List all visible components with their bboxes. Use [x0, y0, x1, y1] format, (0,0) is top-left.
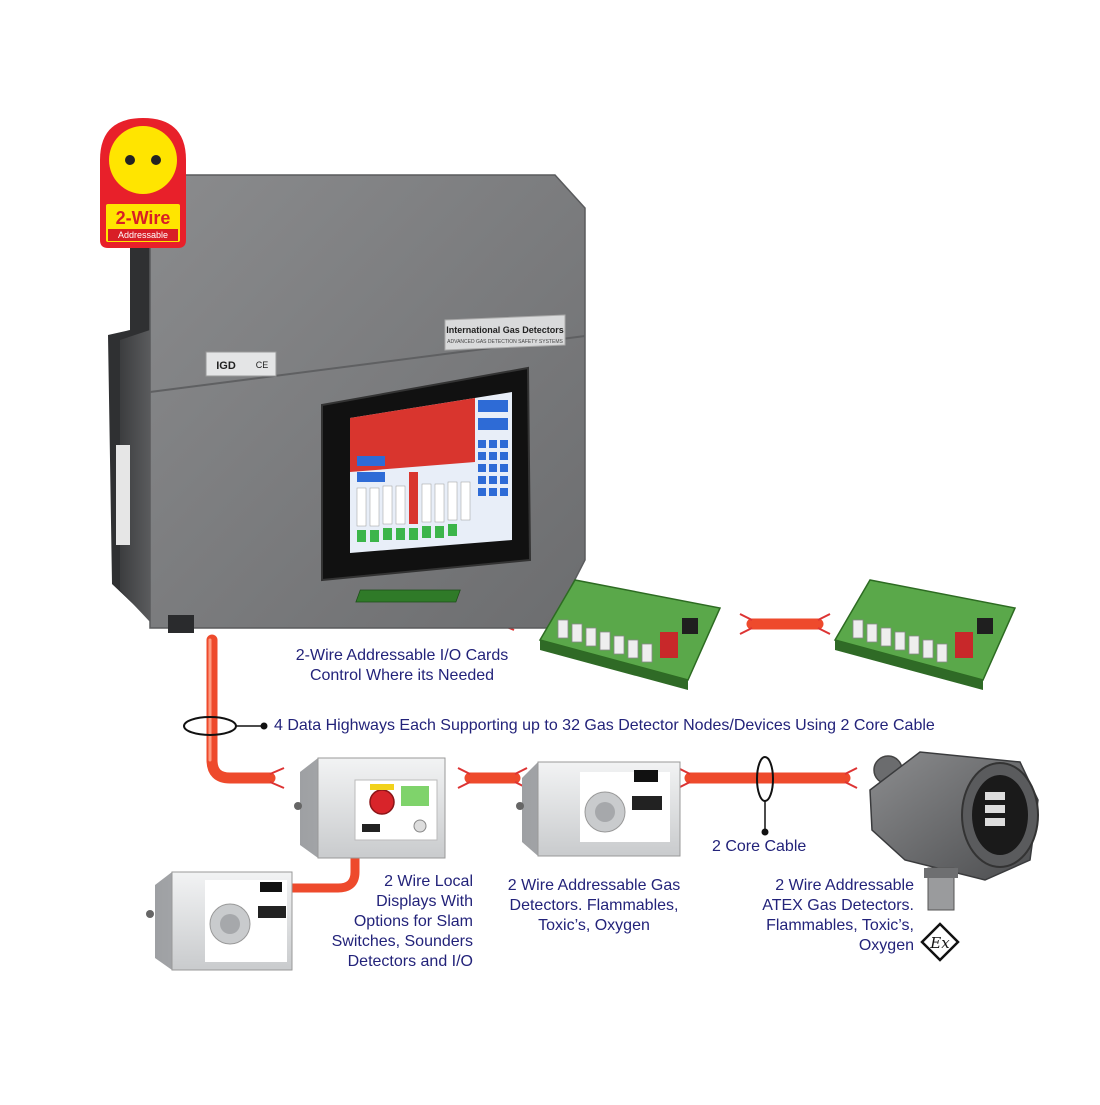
- io-cards-label: 2-Wire Addressable I/O Cards Control Whe…: [282, 646, 522, 686]
- atex-detectors-label-line: Oxygen: [858, 937, 914, 954]
- badge-title: 2-Wire: [116, 208, 171, 228]
- core-cable-text: 2 Core Cable: [712, 838, 807, 855]
- control-panel: International Gas Detectors ADVANCED GAS…: [108, 174, 586, 633]
- local-displays-label-line: Options for Slam: [353, 913, 473, 930]
- ex-symbol: Ex: [920, 922, 960, 962]
- atex-detectors-label-line: 2 Wire Addressable: [775, 877, 914, 894]
- io-cards-label-line: Control Where its Needed: [309, 667, 495, 684]
- local-detector-cable: [285, 850, 360, 893]
- core-cable-label: 2 Core Cable: [712, 837, 806, 857]
- badge-dot-right: [151, 155, 161, 165]
- wire-terminals: [269, 609, 858, 789]
- highway-cable-main: [206, 634, 276, 784]
- data-highways-text: 4 Data Highways Each Supporting up to 32…: [274, 717, 935, 734]
- gas-detectors-label-line: Detectors. Flammables,: [509, 897, 679, 914]
- gas-detectors-label-line: 2 Wire Addressable Gas: [507, 877, 681, 894]
- atex-gas-detector-unit: [869, 751, 1039, 911]
- io-cards-label-line: 2-Wire Addressable I/O Cards: [295, 647, 509, 664]
- highway-callout: [183, 716, 268, 736]
- gas-detector-unit: [516, 761, 681, 857]
- local-displays-label-line: 2 Wire Local: [384, 873, 473, 890]
- two-wire-badge: 2-Wire Addressable: [100, 118, 186, 248]
- atex-detectors-label-line: Flammables, Toxic’s,: [766, 917, 914, 934]
- local-gas-detector-unit: [146, 871, 293, 971]
- io-card-1: [355, 579, 722, 690]
- atex-detectors-label: 2 Wire Addressable ATEX Gas Detectors. F…: [730, 876, 914, 956]
- local-displays-label: 2 Wire Local Displays With Options for S…: [300, 872, 473, 972]
- panel-brand: International Gas Detectors: [446, 325, 564, 335]
- badge-dot-left: [125, 155, 135, 165]
- io-card-2: [833, 579, 1017, 690]
- ce-mark: CE: [256, 360, 269, 370]
- local-display-unit: [294, 757, 446, 859]
- gas-detectors-label-line: Toxic’s, Oxygen: [538, 917, 650, 934]
- local-displays-label-line: Displays With: [376, 893, 473, 910]
- local-displays-label-line: Detectors and I/O: [347, 953, 473, 970]
- badge-subtitle: Addressable: [118, 230, 168, 240]
- gas-detectors-label: 2 Wire Addressable Gas Detectors. Flamma…: [486, 876, 702, 936]
- core-cable-callout: [756, 756, 774, 836]
- touch-screen: [350, 392, 512, 553]
- ex-symbol-text: Ex: [929, 934, 950, 952]
- panel-tagline: ADVANCED GAS DETECTION SAFETY SYSTEMS: [447, 339, 563, 345]
- data-highways-label: 4 Data Highways Each Supporting up to 32…: [274, 716, 935, 736]
- slam-switch: [369, 789, 395, 815]
- panel-logo: IGD: [216, 360, 236, 372]
- local-displays-label-line: Switches, Sounders: [331, 933, 473, 950]
- atex-detectors-label-line: ATEX Gas Detectors.: [762, 897, 914, 914]
